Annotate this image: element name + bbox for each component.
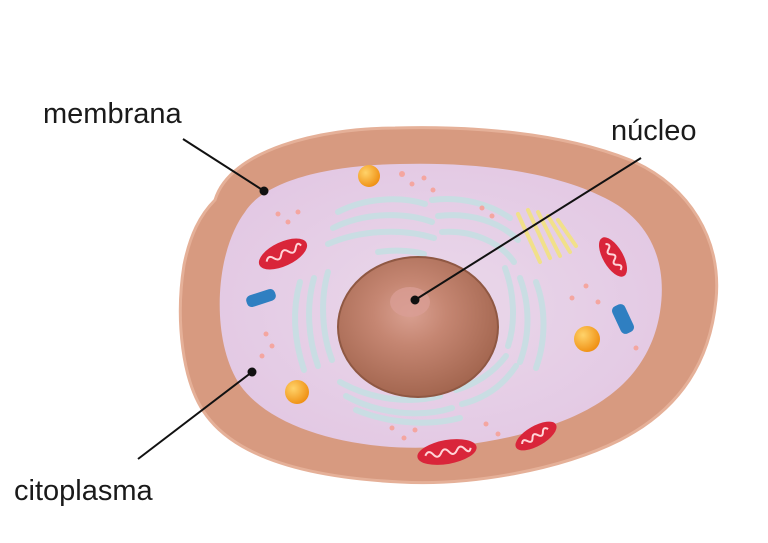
membrana-label: membrana [43,98,182,130]
mitochondria [258,237,627,465]
citoplasma-leader-line [137,371,253,460]
endoplasmic-reticulum [292,195,547,426]
nucleo-leader-dot [410,295,420,305]
vesicles [285,165,600,404]
membrana-leader-dot [259,186,269,196]
blue-organelles [246,288,635,334]
citoplasma-leader-dot [247,367,257,377]
nucleo-leader-line [414,157,642,301]
citoplasma-label: citoplasma [14,475,153,507]
leader-lines [137,138,642,460]
membrana-leader-line [182,138,265,192]
cytoplasm-granules [259,171,639,441]
nucleo-label: núcleo [611,115,696,147]
nucleus [337,256,499,398]
nucleolus [390,287,430,317]
